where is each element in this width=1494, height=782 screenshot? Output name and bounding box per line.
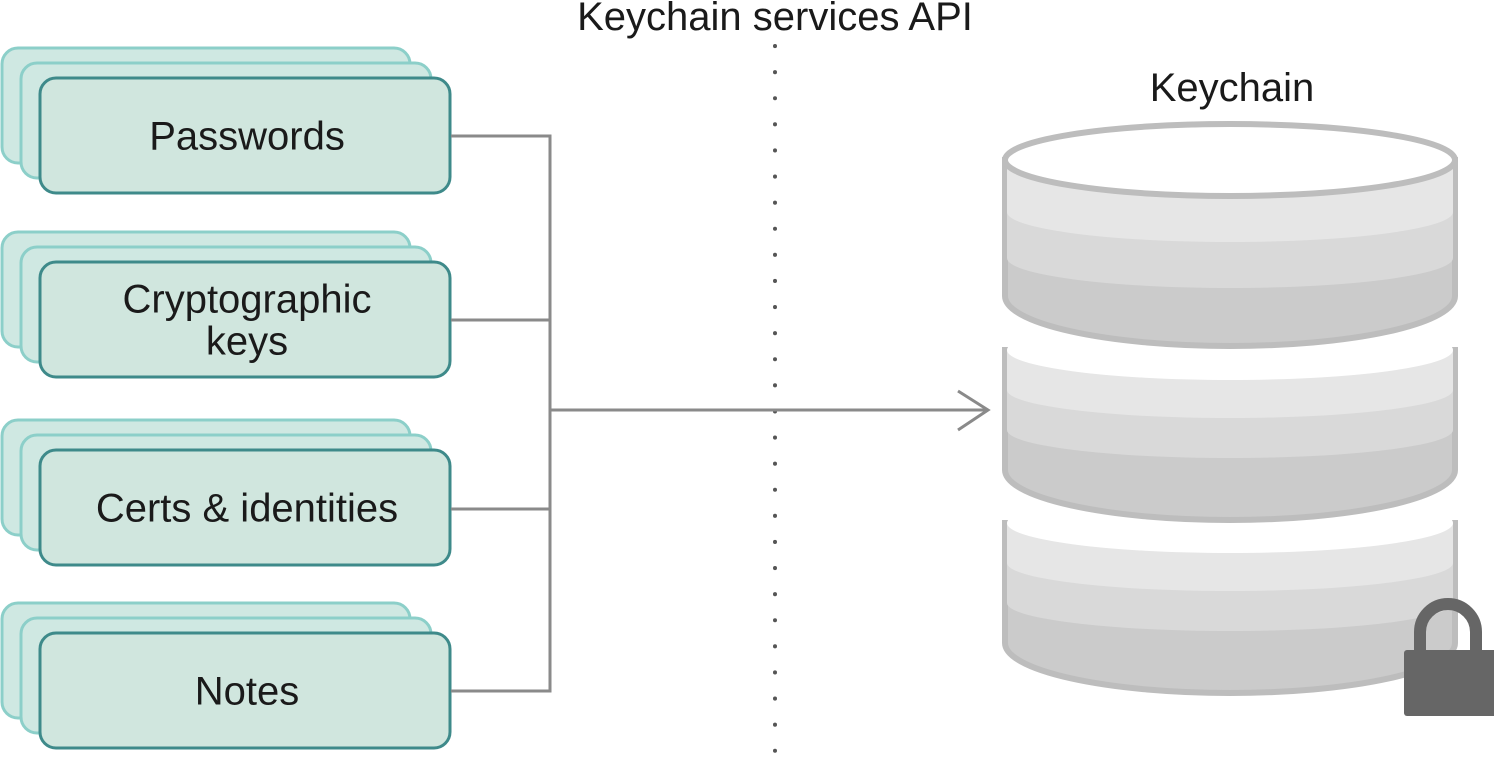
item-label-certs-identities: Certs & identities: [96, 487, 398, 531]
item-label-notes: Notes: [195, 670, 300, 714]
item-stack-passwords: Passwords: [0, 46, 452, 195]
item-label-line: Cryptographic: [122, 278, 371, 322]
database-disk-top: [1002, 121, 1458, 349]
keychain-label: Keychain: [1150, 66, 1315, 110]
item-label-line: keys: [206, 320, 288, 364]
item-card-front: [38, 448, 452, 567]
lock-icon: [1404, 598, 1494, 716]
database-disk-middle: [1002, 320, 1458, 523]
item-label-passwords: Passwords: [149, 115, 345, 159]
connector-arrowhead: [957, 389, 991, 432]
keychain-database-icon: [1002, 121, 1458, 696]
item-label-line: Passwords: [149, 115, 345, 159]
item-card-front: [38, 631, 452, 750]
item-stack-notes: Notes: [0, 601, 452, 750]
item-label-line: Notes: [195, 670, 300, 714]
item-card-front: [38, 76, 452, 195]
item-label-line: Certs & identities: [96, 487, 398, 531]
connector-lines: [451, 134, 991, 693]
api-label: Keychain services API: [577, 0, 973, 39]
item-card-front: [38, 260, 452, 379]
item-stack-certs-identities: Certs & identities: [0, 418, 452, 567]
